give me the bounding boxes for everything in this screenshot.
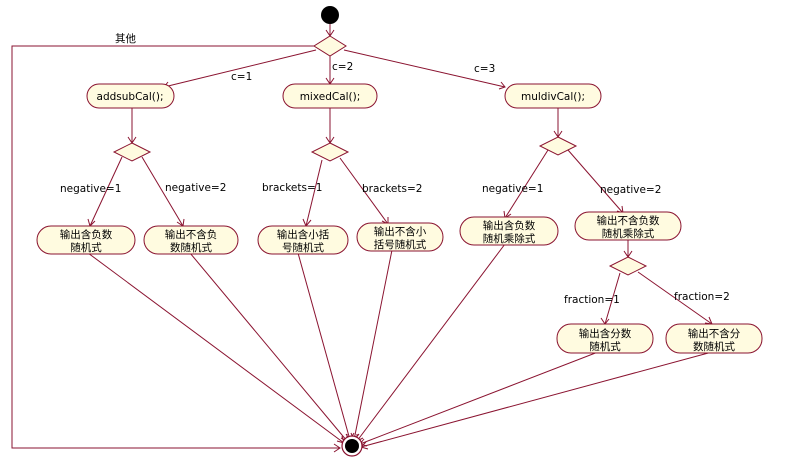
node-out-c1-line1: 输出含负数 — [483, 219, 536, 232]
arrowhead — [600, 317, 610, 325]
edge-fr1 — [604, 272, 621, 325]
label-neg2-a: negative=2 — [165, 182, 226, 194]
label-c3: c=3 — [474, 63, 495, 75]
edge-other-loop — [11, 45, 340, 449]
node-out-d2-line1: 输出不含分 — [688, 327, 741, 340]
node-mixed: mixedCal(); — [282, 83, 378, 109]
node-out-c1: 输出含负数 随机乘除式 — [459, 216, 559, 246]
edge-br1 — [305, 159, 323, 227]
node-out-a2: 输出不含负 数随机式 — [143, 225, 239, 255]
edge-out-c1-end — [356, 243, 506, 442]
edges — [11, 24, 713, 453]
edge-br2 — [339, 157, 389, 225]
node-out-b1-line2: 号随机式 — [282, 241, 324, 254]
node-out-b2-line1: 输出不含小 — [374, 225, 427, 238]
node-out-d1: 输出含分数 随机式 — [556, 323, 654, 354]
node-out-c2-line1: 输出不含负数 — [597, 214, 660, 227]
label-fr2: fraction=2 — [674, 291, 730, 303]
label-c2: c=2 — [332, 61, 353, 73]
node-out-b1-line1: 输出含小括 — [277, 228, 330, 241]
arrowhead — [333, 443, 341, 453]
node-out-c2: 输出不含负数 随机乘除式 — [574, 211, 682, 241]
label-fr1: fraction=1 — [564, 294, 620, 306]
edge-c3 — [343, 49, 506, 88]
label-neg1-b: negative=1 — [482, 183, 543, 195]
node-out-d2-line2: 数随机式 — [693, 340, 735, 353]
node-addsub: addsubCal(); — [86, 83, 175, 109]
node-muldiv-label: muldivCal(); — [521, 91, 585, 103]
decision-mixed — [310, 142, 350, 162]
edge-neg1-b — [504, 149, 549, 219]
node-out-c2-line2: 随机乘除式 — [602, 227, 655, 240]
label-neg2-b: negative=2 — [600, 184, 661, 196]
node-out-a2-line2: 数随机式 — [170, 241, 212, 254]
node-out-a2-line1: 输出不含负 — [165, 228, 218, 241]
decision-muldiv — [538, 136, 578, 156]
label-br2: brackets=2 — [362, 183, 422, 195]
edge-out-a2-end — [189, 252, 348, 442]
decision-main — [313, 35, 347, 57]
decision-addsub — [112, 142, 152, 162]
node-out-d2: 输出不含分 数随机式 — [665, 323, 763, 354]
node-out-b1: 输出含小括 号随机式 — [257, 225, 349, 255]
edge-fr2 — [637, 271, 713, 325]
node-out-b2: 输出不含小 括号随机式 — [356, 222, 444, 252]
edge-out-d2-end — [360, 351, 713, 448]
node-out-c1-line2: 随机乘除式 — [483, 232, 536, 245]
label-neg1-a: negative=1 — [60, 183, 121, 195]
label-other: 其他 — [115, 32, 136, 45]
node-muldiv: muldivCal(); — [504, 83, 602, 109]
edge-out-b2-end — [353, 249, 393, 441]
start-node — [321, 6, 339, 24]
node-out-a1: 输出含负数 随机式 — [36, 225, 136, 255]
edge-neg1-a — [89, 156, 123, 227]
node-out-a1-line2: 随机式 — [70, 241, 102, 254]
edge-c1 — [163, 49, 317, 88]
node-out-b2-line2: 括号随机式 — [374, 238, 427, 251]
label-br1: brackets=1 — [262, 182, 322, 194]
node-addsub-label: addsubCal(); — [97, 91, 164, 103]
edge-neg2-a — [141, 156, 184, 227]
label-c1: c=1 — [231, 71, 252, 83]
end-node — [341, 435, 363, 457]
arrowhead — [498, 81, 506, 90]
node-out-a1-line1: 输出含负数 — [60, 228, 113, 241]
decision-fraction — [608, 256, 648, 276]
node-out-d1-line1: 输出含分数 — [579, 327, 632, 340]
node-out-d1-line2: 随机式 — [589, 340, 621, 353]
node-mixed-label: mixedCal(); — [300, 91, 361, 103]
edge-out-d1-end — [359, 351, 599, 445]
edge-neg2-b — [567, 149, 624, 214]
edge-out-b1-end — [297, 252, 351, 441]
edge-out-a1-end — [87, 252, 345, 444]
